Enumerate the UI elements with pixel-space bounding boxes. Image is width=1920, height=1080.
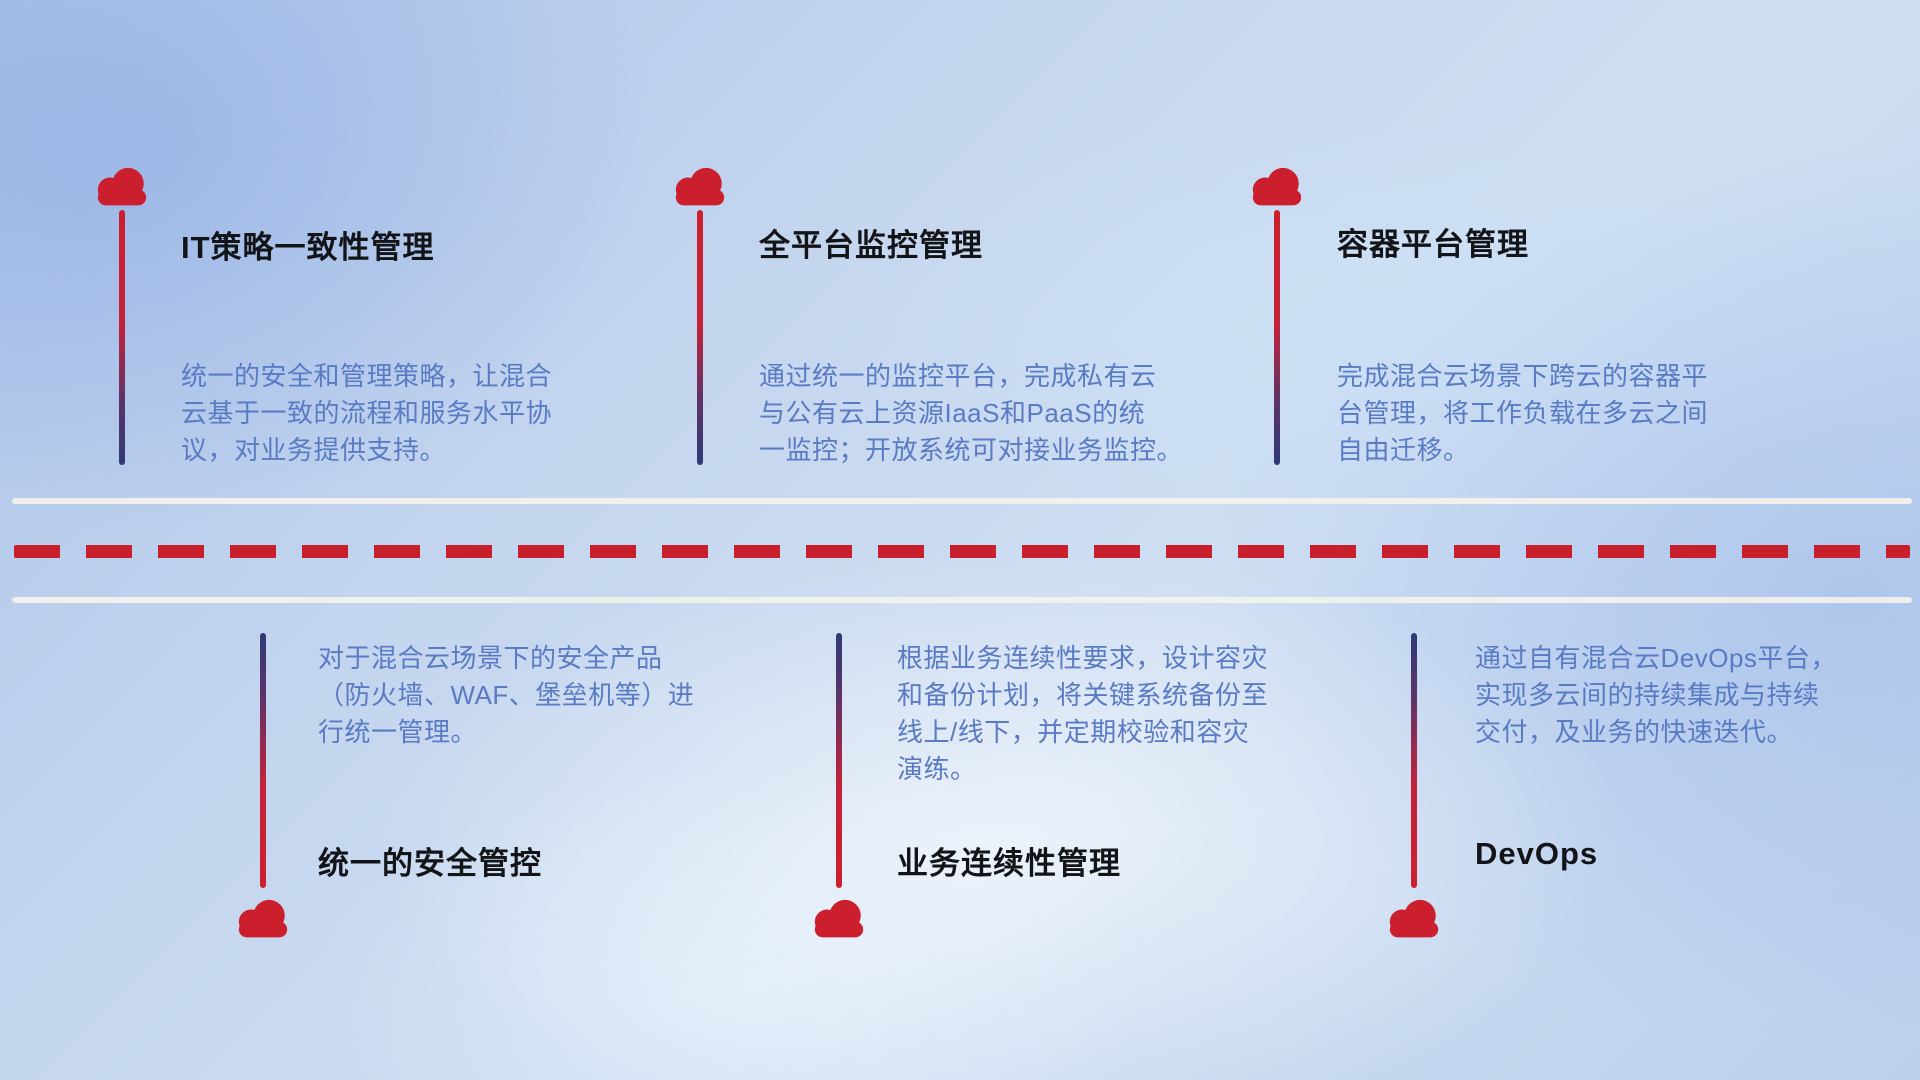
item-description: 完成混合云场景下跨云的容器平 台管理，将工作负载在多云之间 自由迁移。 [1337,361,1709,465]
cloud-icon [234,898,292,938]
timeline-connector [119,210,125,465]
item-title: 容器平台管理 [1337,227,1529,262]
timeline-connector [836,633,842,888]
item-title: IT策略一致性管理 [181,230,435,265]
item-title: 统一的安全管控 [318,846,542,881]
timeline-connector [260,633,266,888]
item-description: 根据业务连续性要求，设计容灾 和备份计划，将关键系统备份至 线上/线下，并定期校… [897,643,1269,784]
item-title: 全平台监控管理 [759,228,983,263]
divider-line-bottom [12,597,1912,603]
item-description: 对于混合云场景下的安全产品 （防火墙、WAF、堡垒机等）进 行统一管理。 [318,643,695,747]
cloud-icon [1248,166,1306,206]
item-title: DevOps [1475,836,1599,871]
cloud-icon [1385,898,1443,938]
item-description: 通过统一的监控平台，完成私有云 与公有云上资源IaaS和PaaS的统 一监控；开… [759,361,1184,465]
cloud-icon [810,898,868,938]
item-description: 统一的安全和管理策略，让混合 云基于一致的流程和服务水平协 议，对业务提供支持。 [181,361,553,465]
timeline-connector [1274,210,1280,465]
divider-line-top [12,498,1912,504]
cloud-icon [93,166,151,206]
item-title: 业务连续性管理 [897,846,1121,881]
cloud-icon [671,166,729,206]
item-description: 通过自有混合云DevOps平台， 实现多云间的持续集成与持续 交付，及业务的快速… [1475,643,1837,747]
timeline-connector [1411,633,1417,888]
timeline-connector [697,210,703,465]
divider-dashed-line [14,545,1910,558]
